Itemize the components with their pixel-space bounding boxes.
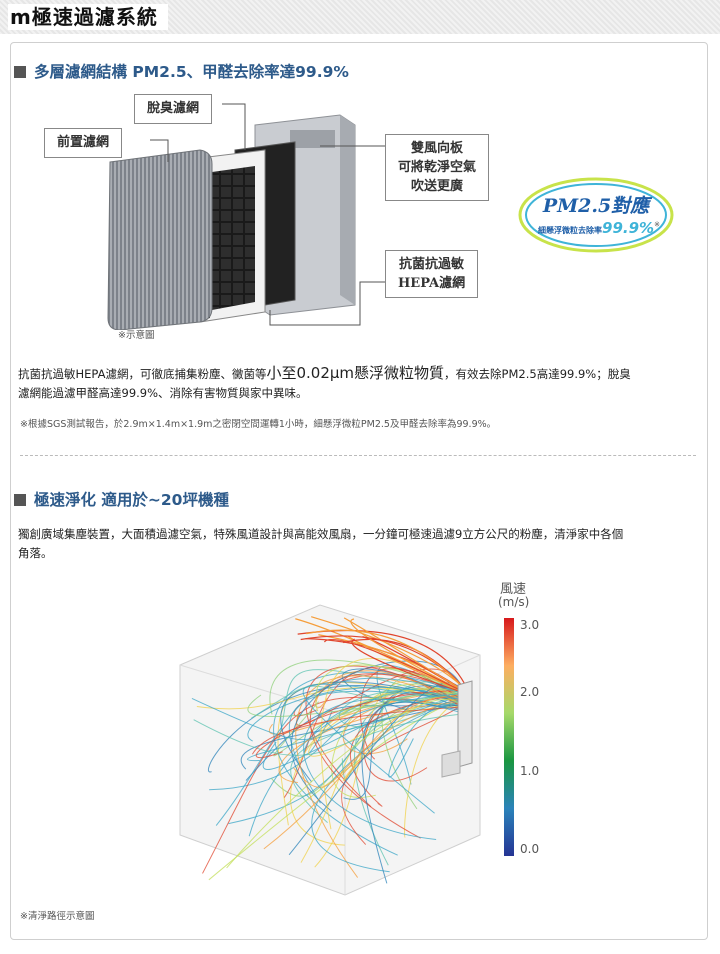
callout-deodor-filter: 脫臭濾網 bbox=[134, 94, 213, 124]
legend-title: 風速 bbox=[500, 582, 527, 597]
airflow-streamline bbox=[306, 629, 471, 696]
airflow-streamline bbox=[215, 677, 466, 826]
purifier-unit bbox=[441, 680, 473, 778]
section-heading-text: 極速淨化 適用於~20坪機種 bbox=[34, 491, 229, 509]
callout-louver-line: 可將乾淨空氣 bbox=[398, 160, 477, 175]
section-divider bbox=[20, 455, 696, 456]
airflow-streamline bbox=[295, 675, 466, 878]
desc-highlight: 小至0.02μm懸浮微粒物質 bbox=[266, 364, 445, 382]
callout-louver-line: 雙風向板 bbox=[411, 141, 464, 156]
desc-text: 抗菌抗過敏HEPA濾網，可徹底捕集粉塵、黴菌等 bbox=[18, 367, 267, 381]
figure-note-1: ※示意圖 bbox=[118, 330, 155, 341]
filter-structure-illustration bbox=[107, 103, 385, 330]
airflow-streamline bbox=[343, 617, 471, 696]
airflow-path-illustration bbox=[179, 604, 481, 896]
desc-line-1: 獨創廣域集塵裝置，大面積過濾空氣，特殊風道設計與高能效風扇，一分鐘可極速過濾9立… bbox=[18, 527, 624, 541]
callout-louver-line: 吹送更廣 bbox=[411, 179, 464, 194]
section-heading-text: 多層濾網結構 PM2.5、甲醛去除率達99.9% bbox=[34, 63, 349, 81]
airflow-streamline bbox=[255, 689, 466, 759]
airflow-streamline bbox=[247, 692, 466, 762]
legend-tick: 2.0 bbox=[520, 685, 540, 699]
airflow-streamline bbox=[269, 659, 466, 715]
section2-description: 獨創廣域集塵裝置，大面積過濾空氣，特殊風道設計與高能效風扇，一分鐘可極速過濾9立… bbox=[18, 525, 690, 563]
airflow-streamline bbox=[302, 683, 466, 814]
deodor-filter bbox=[199, 149, 266, 323]
airflow-streamline bbox=[315, 670, 466, 709]
airflow-streamline bbox=[251, 706, 466, 755]
airflow-streamline bbox=[193, 713, 466, 756]
airflow-streamline bbox=[308, 688, 466, 757]
pm25-badge-sub: 細懸浮微粒去除率 bbox=[538, 226, 603, 235]
desc-line-2: 濾網能過濾甲醛高達99.9%、消除有害物質與家中異味。 bbox=[18, 386, 308, 400]
section-heading-filters: 多層濾網結構 PM2.5、甲醛去除率達99.9% bbox=[14, 60, 349, 82]
pm25-badge-sub-row: 細懸浮微粒去除率99.9%※ bbox=[534, 218, 664, 237]
figure-note-2: ※清淨路徑示意圖 bbox=[20, 911, 95, 922]
airflow-streamline bbox=[226, 698, 466, 869]
legend-color-bar bbox=[504, 618, 514, 856]
airflow-streamline bbox=[351, 638, 471, 696]
desc-line-2: 角落。 bbox=[18, 546, 53, 560]
airflow-streamline bbox=[303, 698, 466, 840]
airflow-streamline bbox=[323, 638, 471, 696]
callout-hepa-line: 抗菌抗過敏 bbox=[399, 257, 465, 272]
room-box bbox=[179, 604, 481, 896]
pm25-badge-pct: 99.9% bbox=[602, 219, 655, 237]
pm25-badge-main: PM2.5對應 bbox=[542, 195, 650, 217]
page-title: m極速過濾系統 bbox=[8, 4, 168, 30]
legend-tick: 1.0 bbox=[520, 764, 540, 778]
section-heading-purification: 極速淨化 適用於~20坪機種 bbox=[14, 488, 229, 510]
legend-tick: 0.0 bbox=[520, 842, 540, 856]
airflow-streamline bbox=[270, 690, 466, 797]
callout-hepa-line: HEPA濾網 bbox=[398, 276, 466, 291]
airflow-streamline bbox=[388, 701, 466, 778]
airflow-streamline bbox=[343, 685, 466, 800]
header-bar: m極速過濾系統 bbox=[0, 0, 720, 34]
airflow-streamline bbox=[263, 696, 466, 850]
wind-speed-legend: 風速 (m/s) 3.0 2.0 1.0 0.0 bbox=[498, 578, 558, 868]
airflow-streamline bbox=[361, 701, 466, 884]
desc-line-1: 抗菌抗過敏HEPA濾網，可徹底捕集粉塵、黴菌等小至0.02μm懸浮微粒物質，有效… bbox=[18, 364, 690, 384]
legend-unit: (m/s) bbox=[498, 595, 530, 609]
section1-description: 抗菌抗過敏HEPA濾網，可徹底捕集粉塵、黴菌等小至0.02μm懸浮微粒物質，有效… bbox=[18, 364, 690, 403]
desc-text: ，有效去除PM2.5高達99.9%；脫臭 bbox=[444, 367, 631, 381]
airflow-streamline bbox=[350, 618, 471, 696]
square-bullet-icon bbox=[14, 494, 26, 506]
callout-pre-filter: 前置濾網 bbox=[44, 128, 123, 158]
airflow-streamline bbox=[341, 701, 466, 845]
pre-filter bbox=[107, 149, 213, 330]
pm25-badge-mark: ※ bbox=[654, 220, 660, 229]
airflow-streamline bbox=[404, 696, 466, 838]
airflow-streamline bbox=[273, 687, 466, 757]
callout-hepa: 抗菌抗過敏 HEPA濾網 bbox=[385, 250, 479, 298]
square-bullet-icon bbox=[14, 66, 26, 78]
airflow-streams bbox=[191, 616, 471, 884]
airflow-streamline bbox=[341, 692, 466, 716]
airflow-streamline bbox=[247, 686, 466, 742]
legend-tick: 3.0 bbox=[520, 618, 540, 632]
sgs-footnote: ※根據SGS測試報告，於2.9m×1.4m×1.9m之密閉空間運轉1小時，細懸浮… bbox=[20, 419, 497, 430]
callout-louver: 雙風向板 可將乾淨空氣 吹送更廣 bbox=[385, 134, 490, 201]
pm25-badge: PM2.5對應 細懸浮微粒去除率99.9%※ bbox=[516, 175, 676, 255]
